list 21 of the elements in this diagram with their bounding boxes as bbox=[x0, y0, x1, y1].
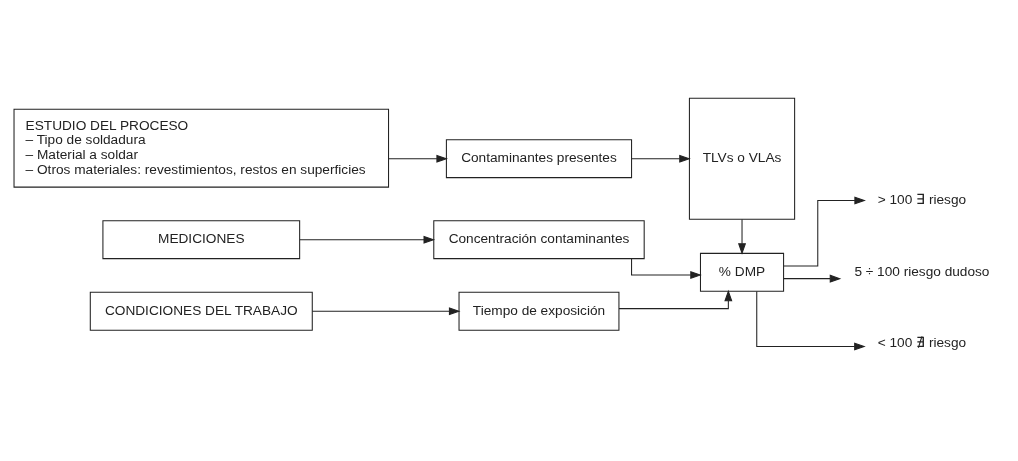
node-box: TLVs o VLAs bbox=[688, 97, 796, 220]
node-box: MEDICIONES bbox=[102, 220, 301, 260]
arrow bbox=[311, 307, 461, 316]
arrow bbox=[618, 289, 733, 310]
node-text: < 100 ∄ riesgo bbox=[877, 335, 967, 351]
arrow bbox=[737, 218, 747, 255]
arrow bbox=[756, 290, 866, 351]
arrow bbox=[631, 258, 702, 279]
node-box: CONDICIONES DEL TRABAJO bbox=[89, 291, 313, 331]
arrow bbox=[299, 235, 436, 244]
node-box: ESTUDIO DEL PROCESO – Tipo de soldadura – Material a soldar – Otros materiales: revestimientos, restos en superficies bbox=[13, 108, 390, 188]
node-text: > 100 ∃ riesgo bbox=[877, 192, 967, 208]
arrow bbox=[783, 274, 842, 283]
arrow bbox=[388, 154, 448, 163]
arrow bbox=[631, 154, 691, 163]
node-box: % DMP bbox=[699, 252, 785, 292]
arrow bbox=[783, 196, 866, 267]
node-text: 5 ÷ 100 riesgo dudoso bbox=[854, 263, 990, 279]
node-box: Tiempo de exposición bbox=[458, 291, 620, 331]
node-box: Contaminantes presentes bbox=[445, 139, 633, 179]
node-box: Concentración contaminantes bbox=[433, 220, 645, 260]
